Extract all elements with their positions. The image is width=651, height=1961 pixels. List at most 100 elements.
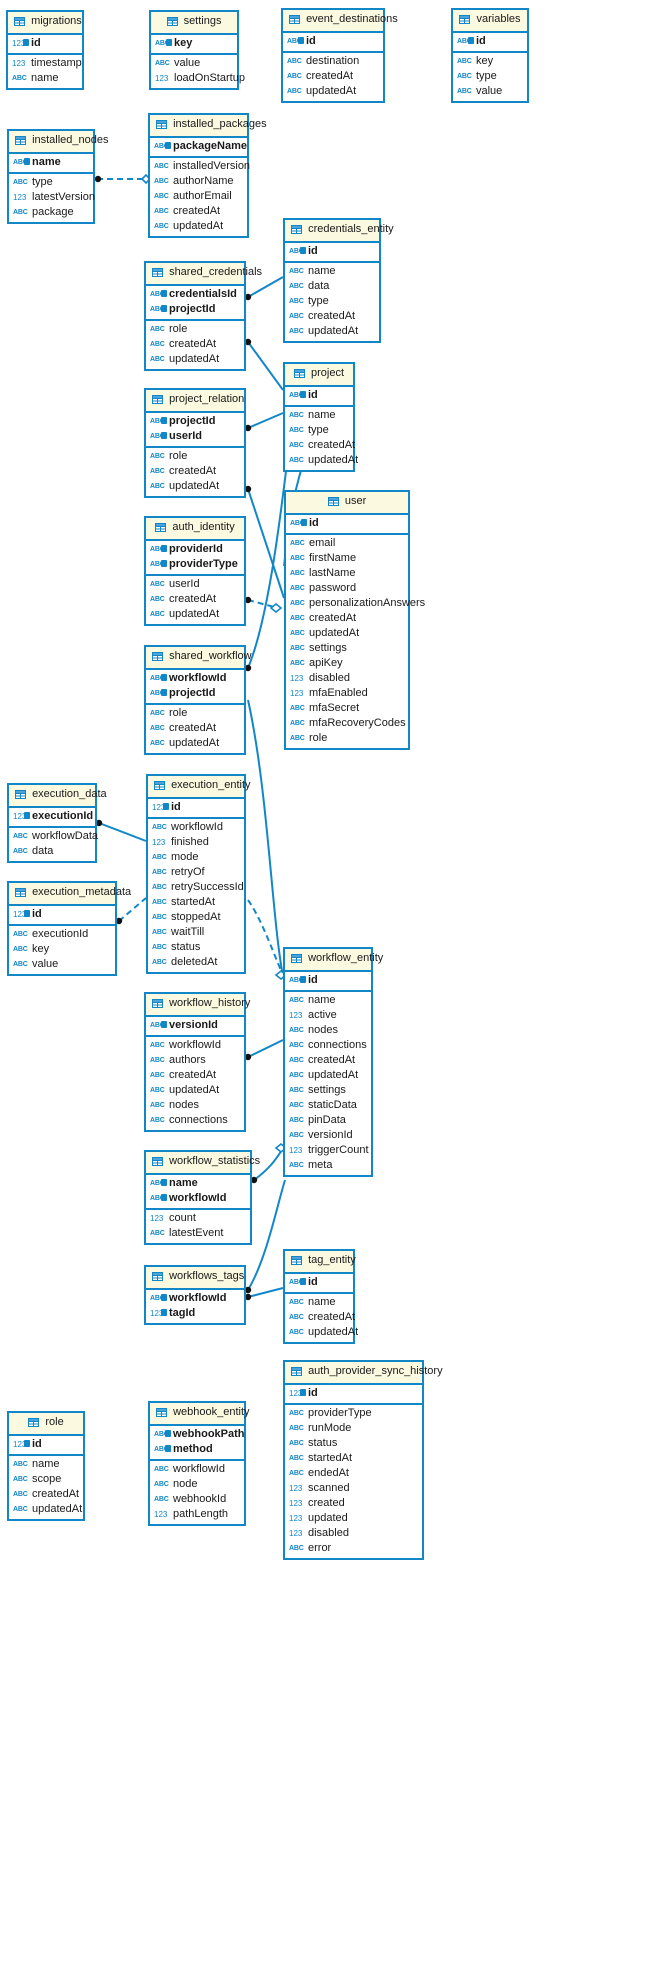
text-type-icon: ABC <box>152 854 167 861</box>
entity-header-workflow_entity: workflow_entity <box>285 949 383 972</box>
entity-header-webhook_entity: webhook_entity <box>150 1403 250 1426</box>
column-name: id <box>308 974 318 986</box>
column-installedVersion: ABC installedVersion <box>150 159 251 174</box>
column-name: nodes <box>169 1099 199 1111</box>
column-name: scope <box>32 1473 62 1485</box>
column-name: type <box>476 70 497 82</box>
text-type-icon: ABC <box>287 58 302 65</box>
column-name: type <box>32 176 53 188</box>
column-name: node <box>173 1478 198 1490</box>
entity-header-installed_nodes: installed_nodes <box>9 131 109 154</box>
text-type-icon: ABC <box>154 1466 169 1473</box>
text-type-icon: ABC <box>289 1102 304 1109</box>
column-name: providerId <box>169 543 223 555</box>
column-name: settings <box>309 642 347 654</box>
text-type-icon: ABC <box>290 660 305 667</box>
entity-header-project: project <box>285 364 353 387</box>
key-icon <box>301 976 305 981</box>
text-type-icon: ABC <box>150 341 165 348</box>
entity-header-migrations: migrations <box>8 12 82 35</box>
entity-header-event_destinations: event_destinations <box>283 10 398 33</box>
table-icon <box>289 14 300 28</box>
column-name: userId <box>169 430 203 442</box>
column-name: timestamp <box>31 57 82 69</box>
key-icon <box>24 39 28 44</box>
text-type-icon: ABC <box>150 1072 165 1079</box>
column-name: pathLength <box>173 1508 229 1520</box>
text-type-icon: ABC <box>287 34 306 49</box>
text-type-icon: ABC <box>290 720 305 727</box>
column-name: disabled <box>309 672 350 684</box>
key-icon <box>162 1021 166 1026</box>
text-type-icon: ABC <box>289 997 304 1004</box>
column-name: installedVersion <box>173 160 251 172</box>
table-icon <box>152 651 163 665</box>
table-icon <box>15 789 26 803</box>
key-icon <box>162 432 166 437</box>
text-type-icon: ABC <box>289 1057 304 1064</box>
entity-name: execution_data <box>32 788 107 800</box>
entity-name: installed_nodes <box>32 134 109 146</box>
text-type-icon: ABC <box>150 302 169 317</box>
text-type-icon: ABC <box>150 596 165 603</box>
numeric-type-icon: 123 <box>290 689 304 698</box>
column-name: package <box>32 206 74 218</box>
text-type-icon: ABC <box>289 1042 304 1049</box>
text-type-icon: ABC <box>154 163 169 170</box>
numeric-type-icon: 123 <box>150 1306 169 1321</box>
column-name: value <box>476 85 503 97</box>
text-type-icon: ABC <box>152 869 167 876</box>
column-name: password <box>309 582 357 594</box>
numeric-type-icon: 123 <box>289 1499 303 1508</box>
